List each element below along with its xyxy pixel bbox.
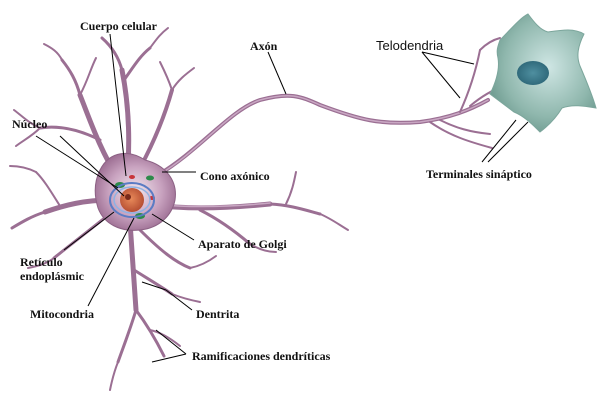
label-nucleo: Núcleo [12,117,47,131]
dendrites [9,27,349,391]
target-cell [489,13,597,133]
axon [156,37,505,177]
label-reticulo-line1: Retículo [20,255,63,269]
label-ramificaciones: Ramificaciones dendríticas [192,349,331,363]
label-mitocondria: Mitocondria [30,307,94,321]
leader-lines [35,33,529,363]
label-reticulo-line2: endoplásmic [20,269,85,283]
nucleus [120,188,144,212]
cell-body [94,152,176,231]
label-telodendria: Telodendria [376,38,444,53]
label-aparato-golgi: Aparato de Golgi [198,237,287,251]
label-terminales-sinapticos: Terminales sináptico [426,167,532,181]
label-cuerpo-celular: Cuerpo celular [80,19,158,33]
label-axon: Axón [250,39,278,53]
label-cono-axonico: Cono axónico [200,169,270,183]
label-dentrita: Dentrita [196,307,239,321]
